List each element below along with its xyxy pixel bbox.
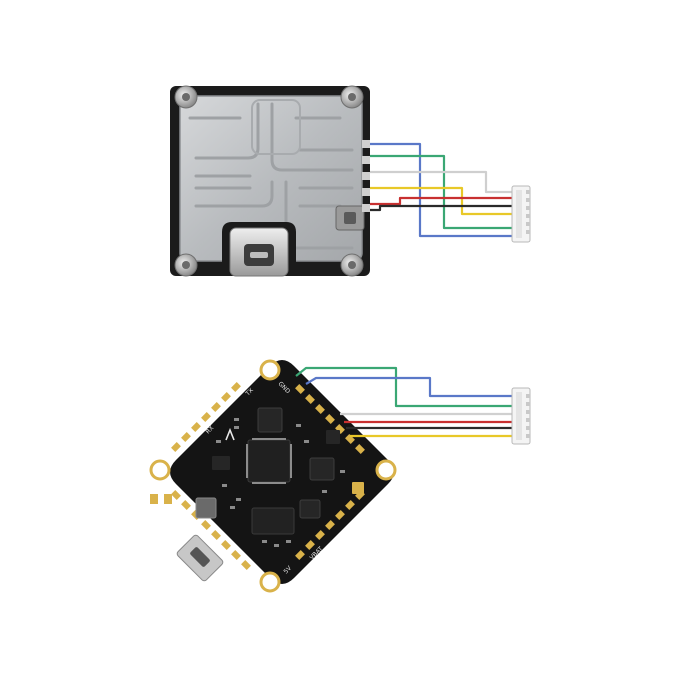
jst-connector-bottom (511, 387, 531, 445)
small-ic-right (326, 430, 340, 444)
small-ic-left (212, 456, 230, 470)
wire-black-top (370, 204, 512, 212)
fc-mounting-holes (149, 359, 397, 593)
micro-usb-slot (190, 547, 210, 567)
wire-green-bottom (295, 366, 512, 408)
baro-chip (195, 497, 217, 519)
flight-controller-board: GND TX RX VBAT 5V (149, 359, 397, 593)
gyro-chip (257, 407, 283, 433)
wire-blue-top (370, 142, 512, 238)
logo-mark (225, 427, 235, 441)
wire-blue-bottom (305, 376, 512, 398)
usb-c-tongue (250, 252, 268, 258)
regulator-chip (299, 499, 321, 519)
passive-components (216, 418, 345, 547)
mounting-screws (174, 85, 364, 277)
mcu-pins (246, 438, 292, 484)
flash-chip (251, 507, 295, 535)
fc-wires (295, 366, 512, 438)
vtx-side-pins (362, 140, 370, 212)
led-component (352, 482, 362, 494)
osd-chip (309, 457, 335, 481)
wire-white-top (370, 170, 512, 194)
vtx-module (170, 85, 370, 277)
solder-pads (150, 382, 365, 570)
pad-label-tx: TX (244, 387, 255, 398)
jst-connector-top (511, 185, 531, 243)
ufl-center (344, 212, 356, 224)
wire-red-top (370, 196, 512, 206)
mcu-chip (247, 439, 291, 483)
pad-label-5v: 5V (282, 564, 293, 575)
shield-recess (251, 99, 301, 155)
pad-label-rx: RX (204, 425, 215, 436)
wire-yellow-top (370, 186, 512, 216)
vtx-wires (370, 142, 512, 238)
wire-green-top (370, 154, 512, 230)
